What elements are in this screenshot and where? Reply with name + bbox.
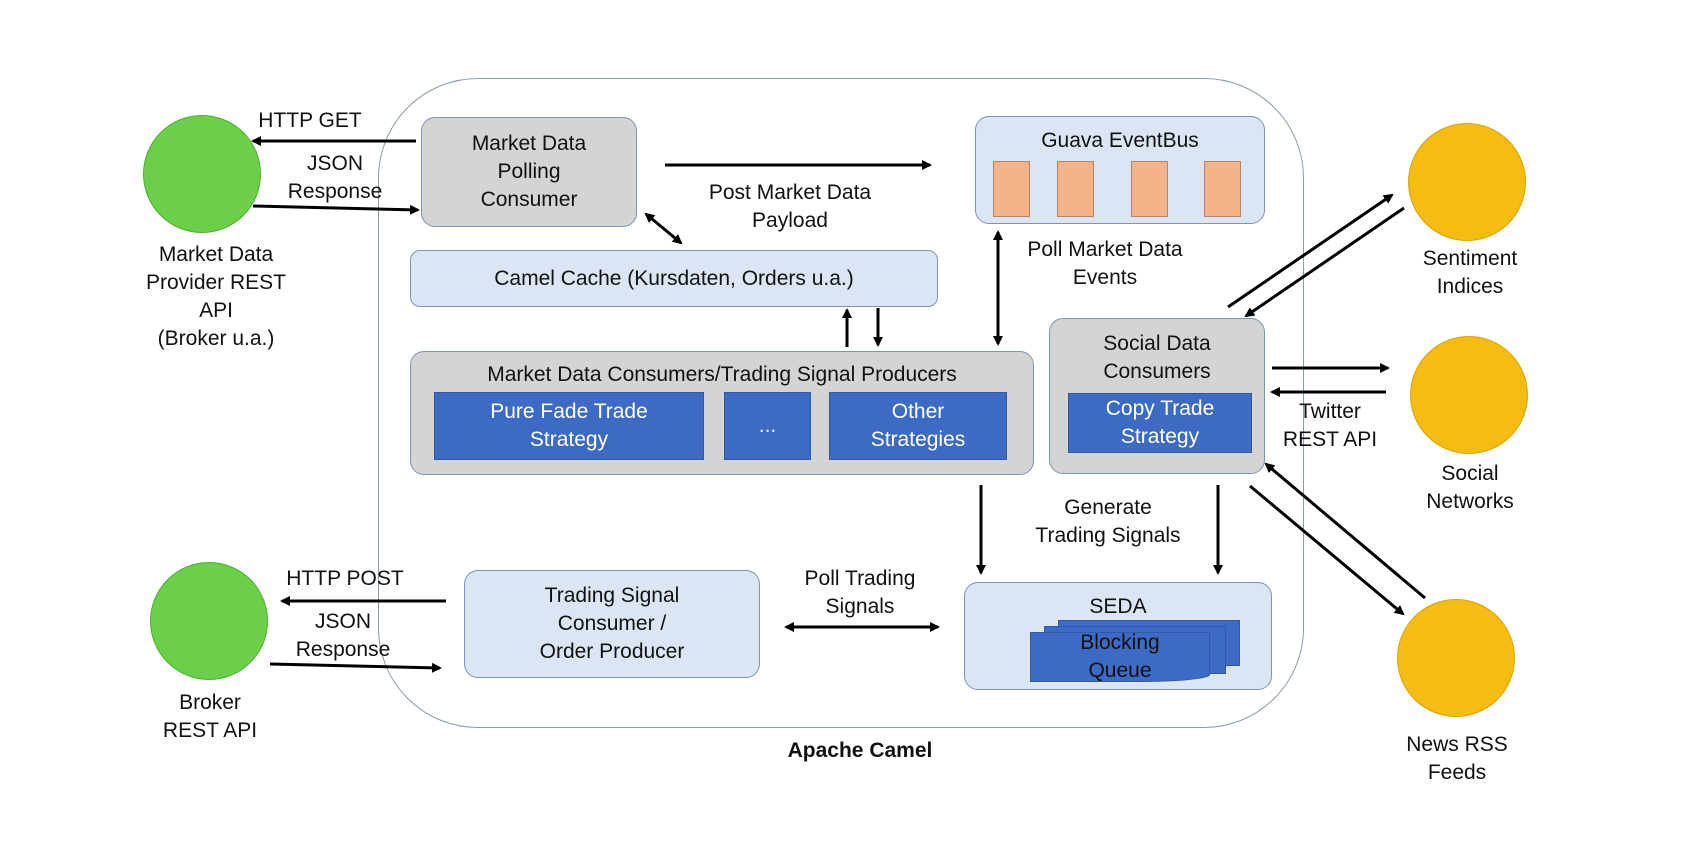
poll-market-events-label: Poll Market Data Events bbox=[1027, 238, 1183, 289]
camel-cache: Camel Cache (Kursdaten, Orders u.a.) bbox=[410, 250, 938, 307]
eventbus-slot bbox=[993, 161, 1030, 217]
news-rss-label: News RSS Feeds bbox=[1406, 733, 1508, 784]
ellipsis-strategy: ... bbox=[724, 392, 811, 460]
sentiment-indices-label: Sentiment Indices bbox=[1422, 247, 1518, 298]
social-networks-node bbox=[1410, 336, 1528, 454]
news-rss-node bbox=[1397, 599, 1515, 717]
poll-trading-signals-label: Poll Trading Signals bbox=[804, 567, 916, 618]
from-news-arrow bbox=[1264, 462, 1426, 600]
market-data-consumers-title: Market Data Consumers/Trading Signal Pro… bbox=[487, 363, 957, 386]
json-response-bottom-arrow bbox=[269, 662, 442, 673]
http-get-label: HTTP GET bbox=[258, 109, 362, 132]
broker-node bbox=[150, 562, 268, 680]
social-networks-label: Social Networks bbox=[1426, 462, 1514, 513]
social-data-consumers-title: Social Data Consumers bbox=[1103, 332, 1211, 383]
camel-cache-label: Camel Cache (Kursdaten, Orders u.a.) bbox=[494, 266, 854, 290]
blocking-queue-label: Blocking Queue bbox=[1080, 631, 1160, 682]
polling-consumer-label: Market Data Polling Consumer bbox=[471, 132, 587, 211]
cache-polling-arrow bbox=[644, 212, 683, 245]
json-response-top-label: JSON Response bbox=[287, 152, 383, 203]
from-sentiment-arrow bbox=[1244, 206, 1405, 318]
to-sentiment-arrow bbox=[1227, 193, 1394, 309]
eventbus-slot bbox=[1057, 161, 1094, 217]
market-data-provider-label: Market Data Provider REST API (Broker u.… bbox=[145, 243, 287, 350]
pure-fade-strategy: Pure Fade Trade Strategy bbox=[434, 392, 704, 460]
sentiment-indices-node bbox=[1408, 123, 1526, 241]
eventbus-slot bbox=[1204, 161, 1241, 217]
apache-camel-container bbox=[378, 78, 1304, 728]
other-strategies-label: Other Strategies bbox=[870, 400, 966, 451]
market-data-provider-node bbox=[143, 115, 261, 233]
generate-signals-label: Generate Trading Signals bbox=[1035, 496, 1181, 547]
broker-label: Broker REST API bbox=[162, 691, 258, 742]
seda-title: SEDA bbox=[1089, 595, 1147, 618]
http-post-label: HTTP POST bbox=[286, 567, 404, 590]
apache-camel-title: Apache Camel bbox=[787, 739, 933, 762]
market-data-polling-consumer: Market Data Polling Consumer bbox=[421, 117, 637, 227]
twitter-api-label: Twitter REST API bbox=[1282, 400, 1378, 451]
copy-trade-strategy-label: Copy Trade Strategy bbox=[1105, 397, 1215, 448]
other-strategies: Other Strategies bbox=[829, 392, 1007, 460]
eventbus-title: Guava EventBus bbox=[1041, 129, 1199, 152]
json-response-bottom-label: JSON Response bbox=[295, 610, 391, 661]
json-response-top-arrow bbox=[252, 204, 420, 215]
to-news-arrow bbox=[1249, 484, 1405, 616]
trading-signal-consumer-label: Trading Signal Consumer / Order Producer bbox=[539, 584, 685, 663]
copy-trade-strategy: Copy Trade Strategy bbox=[1068, 393, 1252, 453]
eventbus-slot bbox=[1131, 161, 1168, 217]
blocking-queue: Blocking Queue bbox=[1030, 631, 1210, 682]
ellipsis-strategy-label: ... bbox=[758, 414, 777, 437]
trading-signal-consumer: Trading Signal Consumer / Order Producer bbox=[464, 570, 760, 678]
pure-fade-strategy-label: Pure Fade Trade Strategy bbox=[490, 400, 648, 451]
post-market-data-label: Post Market Data Payload bbox=[708, 181, 872, 232]
